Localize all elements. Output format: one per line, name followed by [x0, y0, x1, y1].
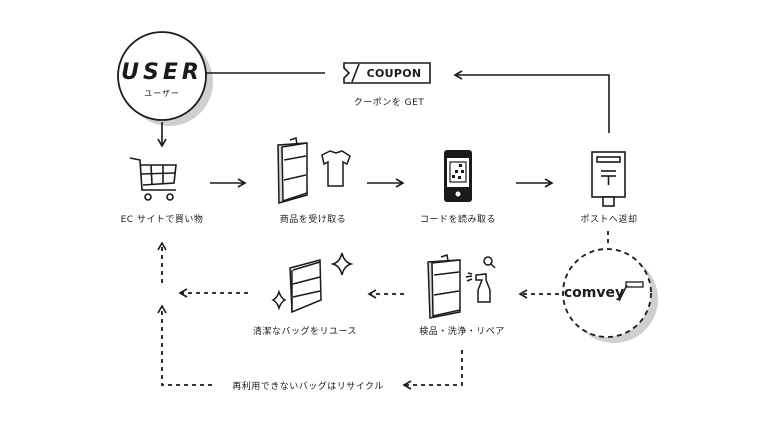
step-label-read-code: コードを読み取る	[419, 215, 497, 225]
user-title: USER	[121, 60, 203, 85]
coupon-badge-text: COUPON	[366, 67, 422, 80]
coupon-caption: クーポンを GET	[353, 98, 425, 108]
recycle-label: 再利用できないバッグはリサイクル	[232, 382, 384, 392]
step-label-ec-shopping: EC サイトで買い物	[120, 215, 204, 225]
step-label-inspect-clean: 検品・洗浄・リペア	[419, 327, 505, 337]
recycle-right-arrow	[402, 350, 463, 390]
comvey-flag-icon	[625, 281, 644, 288]
coupon-badge	[343, 62, 431, 84]
step-label-return-post: ポストへ返却	[580, 215, 638, 225]
step-label-receive-goods: 商品を受け取る	[279, 215, 347, 225]
shopping-cart-icon	[129, 157, 177, 201]
recycle-left-arrow	[157, 304, 212, 386]
return-coupon-arrow	[453, 70, 610, 133]
user-node	[117, 31, 213, 126]
step-label-reuse: 清潔なバッグをリユース	[252, 327, 358, 337]
user-subtitle: ユーザー	[144, 89, 180, 98]
comvey-node	[562, 248, 658, 343]
comvey-circle	[562, 248, 652, 338]
user-circle	[117, 31, 207, 121]
postbox-icon	[591, 151, 626, 207]
smartphone-qr-icon	[444, 150, 472, 202]
clean-bag-sparkle-icon	[271, 252, 354, 314]
comvey-logo-text: comvey	[563, 285, 625, 301]
bag-spray-inspect-icon	[427, 254, 496, 319]
shopping-bag-tshirt-icon	[277, 137, 351, 204]
